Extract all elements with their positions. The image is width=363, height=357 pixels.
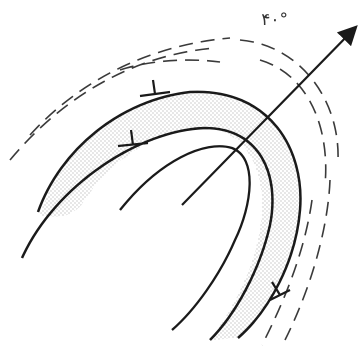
plunge-angle-label: ۴۰° [261, 10, 288, 30]
strike-dip-symbol [140, 80, 170, 96]
inner-fold-line [22, 128, 272, 340]
core-fold-line [120, 146, 250, 330]
stippled-layer [40, 92, 300, 340]
